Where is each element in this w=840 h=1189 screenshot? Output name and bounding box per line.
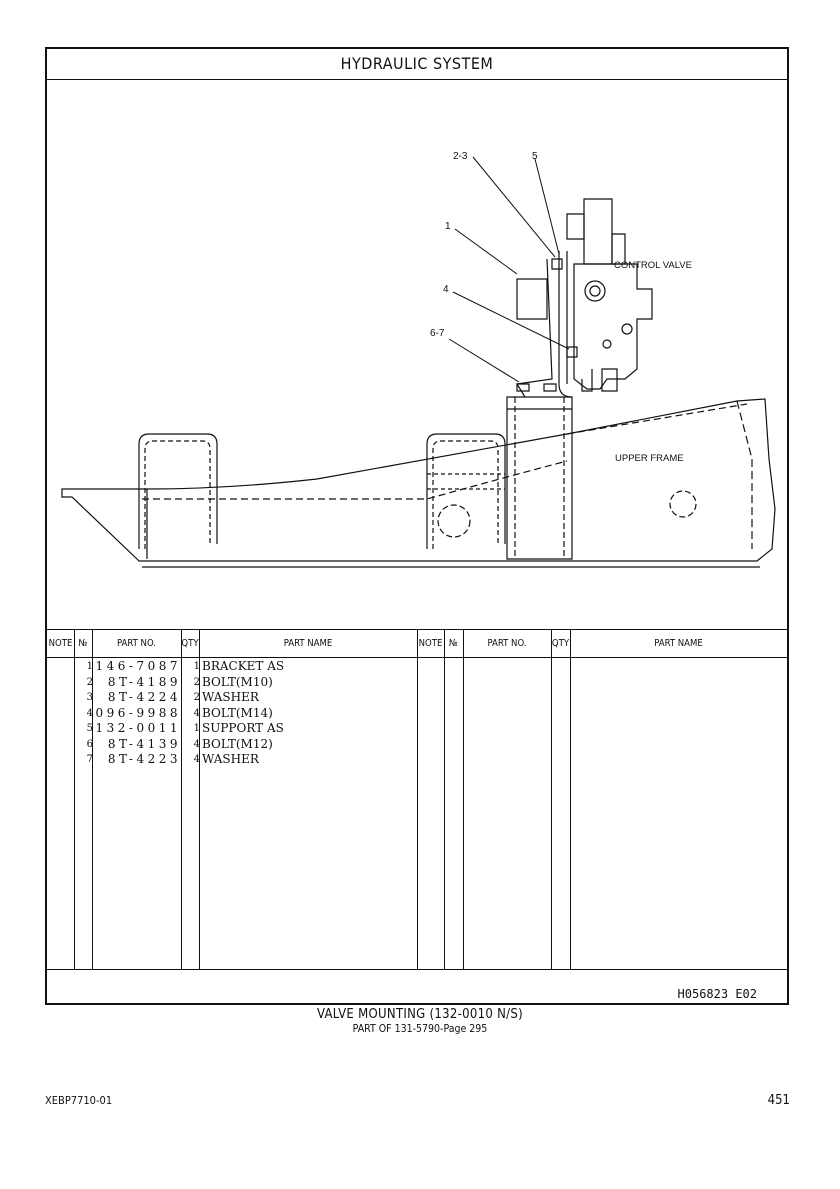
- row-part-name: WASHER: [202, 690, 259, 704]
- table-row: 5 132-0011 1 SUPPORT AS: [47, 721, 417, 737]
- table-row: 3 8T-4224 2 WASHER: [47, 690, 417, 706]
- figure-caption: VALVE MOUNTING (132-0010 N/S): [316, 1007, 524, 1022]
- control-valve-label: CONTROL VALVE: [614, 260, 692, 271]
- page-title: HYDRAULIC SYSTEM: [47, 49, 787, 80]
- col-header-no-2: №: [449, 638, 458, 649]
- col-header-part-name-2: PART NAME: [654, 638, 703, 649]
- callout-1: 1: [445, 221, 451, 232]
- row-part-name: BOLT(M12): [202, 736, 273, 751]
- row-qty: 4: [193, 754, 200, 765]
- table-row: 2 8T-4189 2 BOLT(M10): [47, 675, 417, 691]
- row-part-no: 096-9988: [95, 705, 181, 720]
- row-part-name: BOLT(M14): [202, 705, 273, 720]
- row-no: 4: [86, 707, 93, 719]
- col-header-part-name: PART NAME: [283, 638, 333, 649]
- row-qty: 4: [193, 707, 200, 719]
- col-header-qty: QTY: [181, 638, 199, 649]
- row-part-name: BRACKET AS: [202, 659, 285, 673]
- col-header-part-no: PART NO.: [116, 638, 157, 649]
- drawing-code: H056823 E02: [677, 987, 757, 1001]
- callout-2-3: 2-3: [453, 151, 468, 162]
- document-id: XEBP7710-01: [45, 1094, 113, 1107]
- col-header-note-2: NOTE: [418, 638, 443, 649]
- row-part-no: 8T-4139: [107, 736, 181, 751]
- row-part-name: SUPPORT AS: [202, 721, 284, 735]
- row-part-name: BOLT(M10): [202, 674, 273, 689]
- col-header-note: NOTE: [48, 638, 73, 649]
- row-part-no: 8T-4189: [107, 674, 181, 689]
- row-qty: 2: [193, 676, 200, 688]
- figure-subcaption: PART OF 131-5790-Page 295: [352, 1023, 488, 1035]
- callout-4: 4: [443, 284, 449, 295]
- callout-6-7: 6-7: [430, 328, 445, 339]
- col-header-no: №: [78, 638, 88, 649]
- col-header-part-no-2: PART NO.: [487, 638, 527, 649]
- row-qty: 4: [193, 738, 200, 750]
- row-no: 3: [86, 692, 93, 703]
- table-row: 6 8T-4139 4 BOLT(M12): [47, 737, 417, 753]
- row-no: 2: [86, 676, 93, 688]
- row-part-no: 8T-4224: [107, 690, 181, 704]
- col-header-qty-2: QTY: [551, 638, 570, 649]
- parts-table: NOTE № PART NO. QTY PART NAME NOTE № PAR…: [47, 629, 787, 970]
- upper-frame-label: UPPER FRAME: [615, 453, 684, 464]
- row-no: 1: [86, 661, 93, 672]
- row-qty: 1: [193, 661, 200, 672]
- row-part-name: WASHER: [202, 752, 259, 766]
- row-part-no: 8T-4223: [107, 752, 181, 766]
- row-part-no: 132-0011: [95, 721, 181, 735]
- callout-5: 5: [532, 151, 538, 162]
- parts-rows: 1 146-7087 1 BRACKET AS 2 8T-4189 2 BOLT…: [47, 659, 417, 768]
- row-no: 6: [86, 738, 93, 750]
- row-no: 5: [86, 723, 93, 734]
- page-number: 451: [767, 1093, 790, 1108]
- row-no: 7: [86, 754, 93, 765]
- row-qty: 2: [193, 692, 200, 703]
- page-frame: HYDRAULIC SYSTEM: [45, 47, 789, 1005]
- table-row: 7 8T-4223 4 WASHER: [47, 752, 417, 768]
- row-qty: 1: [193, 723, 200, 734]
- table-row: 4 096-9988 4 BOLT(M14): [47, 706, 417, 722]
- row-part-no: 146-7087: [95, 659, 181, 673]
- parts-illustration: 2-3 5 1 4 6-7 CONTROL VALVE UPPER FRAME: [47, 79, 787, 627]
- table-row: 1 146-7087 1 BRACKET AS: [47, 659, 417, 675]
